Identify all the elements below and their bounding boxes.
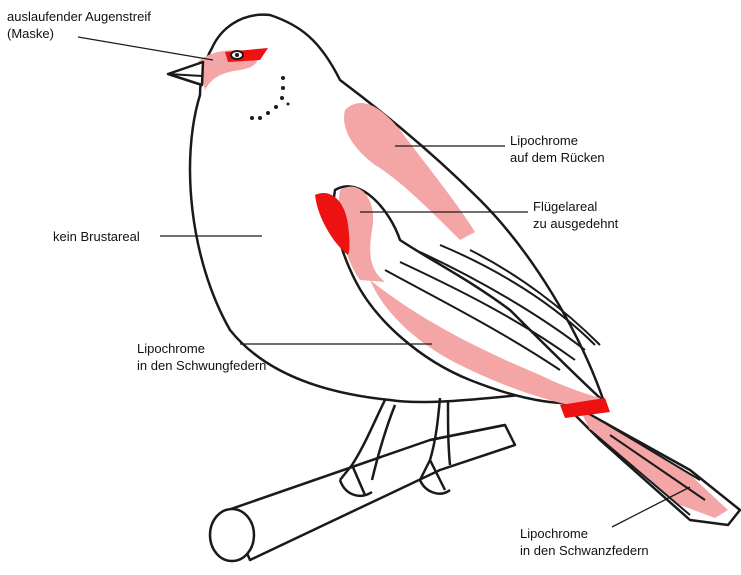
label-mask-line2: (Maske) (7, 25, 151, 42)
label-flight: Lipochrome in den Schwungfedern (137, 340, 266, 374)
label-breast: kein Brustareal (53, 228, 140, 245)
label-flight-line1: Lipochrome (137, 340, 266, 357)
label-wing: Flügelareal zu ausgedehnt (533, 198, 618, 232)
label-flight-line2: in den Schwungfedern (137, 357, 266, 374)
label-mask-line1: auslaufender Augenstreif (7, 8, 151, 25)
label-mask: auslaufender Augenstreif (Maske) (7, 8, 151, 42)
label-back-line2: auf dem Rücken (510, 149, 605, 166)
label-back-line1: Lipochrome (510, 132, 605, 149)
label-wing-line2: zu ausgedehnt (533, 215, 618, 232)
label-tail-line2: in den Schwanzfedern (520, 542, 649, 559)
label-tail-line1: Lipochrome (520, 525, 649, 542)
label-back: Lipochrome auf dem Rücken (510, 132, 605, 166)
label-tail: Lipochrome in den Schwanzfedern (520, 525, 649, 559)
label-wing-line1: Flügelareal (533, 198, 618, 215)
label-breast-line1: kein Brustareal (53, 228, 140, 245)
